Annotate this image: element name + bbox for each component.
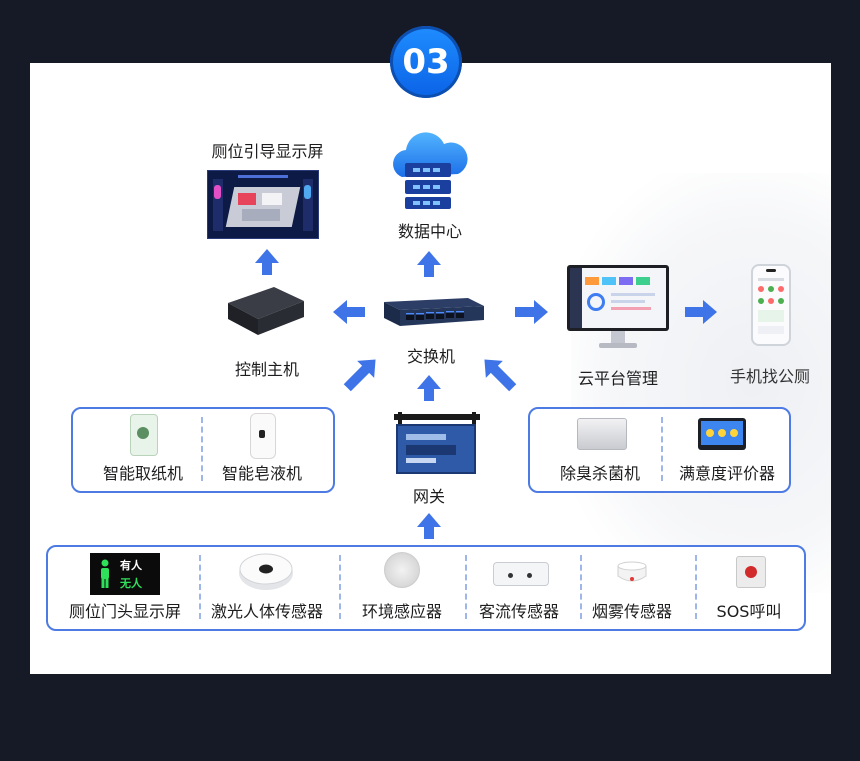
arrow-up-to-gateway-icon (417, 513, 441, 539)
group-separator (661, 417, 663, 481)
panel-background-shape (571, 173, 831, 593)
paper-dispenser-image (130, 414, 158, 456)
door-sign-image: 有人 无人 (90, 553, 160, 595)
door-sign-occupied-text: 有人 (120, 559, 142, 572)
cloud-platform-label: 云平台管理 (577, 369, 658, 388)
group-separator (695, 555, 697, 619)
right-group-item-2: 满意度评价器 (678, 464, 775, 483)
group-separator (339, 555, 341, 619)
left-device-group (71, 407, 335, 493)
data-center-label: 数据中心 (397, 222, 462, 241)
group-separator (201, 417, 203, 481)
mobile-label: 手机找公厕 (729, 367, 810, 386)
bottom-group-item-3: 环境感应器 (361, 602, 442, 621)
control-host-image (222, 283, 308, 339)
arrow-up-to-datacenter-icon (417, 251, 441, 277)
environment-sensor-image (384, 552, 420, 588)
laser-sensor-image (238, 551, 294, 591)
bottom-group-item-4: 客流传感器 (478, 602, 559, 621)
control-host-label: 控制主机 (234, 360, 299, 379)
toilet-display-screen-image (207, 170, 319, 239)
arrow-left-to-host-icon (333, 300, 365, 324)
rating-device-image (698, 418, 746, 450)
bottom-group-item-5: 烟雾传感器 (591, 602, 672, 621)
data-center-icon (388, 125, 470, 211)
gateway-image (392, 412, 482, 474)
group-separator (580, 555, 582, 619)
smoke-sensor-image (612, 556, 652, 588)
arrow-up-to-display-icon (255, 249, 279, 275)
toilet-display-label: 厕位引导显示屏 (211, 142, 324, 161)
arrow-diagonal-left-icon (343, 359, 376, 392)
group-separator (199, 555, 201, 619)
left-group-item-1: 智能取纸机 (102, 464, 183, 483)
arrow-right-to-mobile-icon (685, 300, 717, 324)
arrow-right-to-cloud-icon (515, 300, 548, 324)
soap-dispenser-image (250, 413, 276, 459)
door-sign-vacant-text: 无人 (120, 577, 142, 590)
passenger-flow-sensor-image (493, 562, 549, 586)
right-group-item-1: 除臭杀菌机 (559, 464, 640, 483)
arrow-diagonal-right-icon (484, 359, 517, 392)
right-device-group (528, 407, 791, 493)
group-separator (465, 555, 467, 619)
bottom-group-item-6: SOS呼叫 (716, 602, 782, 621)
sterilizer-image (577, 418, 627, 450)
bottom-group-item-2: 激光人体传感器 (210, 602, 323, 621)
gateway-label: 网关 (412, 487, 445, 506)
arrow-up-to-switch-icon (417, 375, 441, 401)
bottom-group-item-1: 厕位门头显示屏 (68, 602, 181, 621)
mobile-phone-image (751, 264, 791, 346)
cloud-platform-monitor-image (567, 265, 669, 351)
step-badge: 03 (390, 26, 462, 98)
switch-image (380, 296, 486, 328)
person-icon (98, 559, 112, 589)
switch-label: 交换机 (406, 347, 455, 366)
left-group-item-2: 智能皂液机 (221, 464, 302, 483)
sos-button-image (736, 556, 766, 588)
bottom-sensor-group (46, 545, 806, 631)
